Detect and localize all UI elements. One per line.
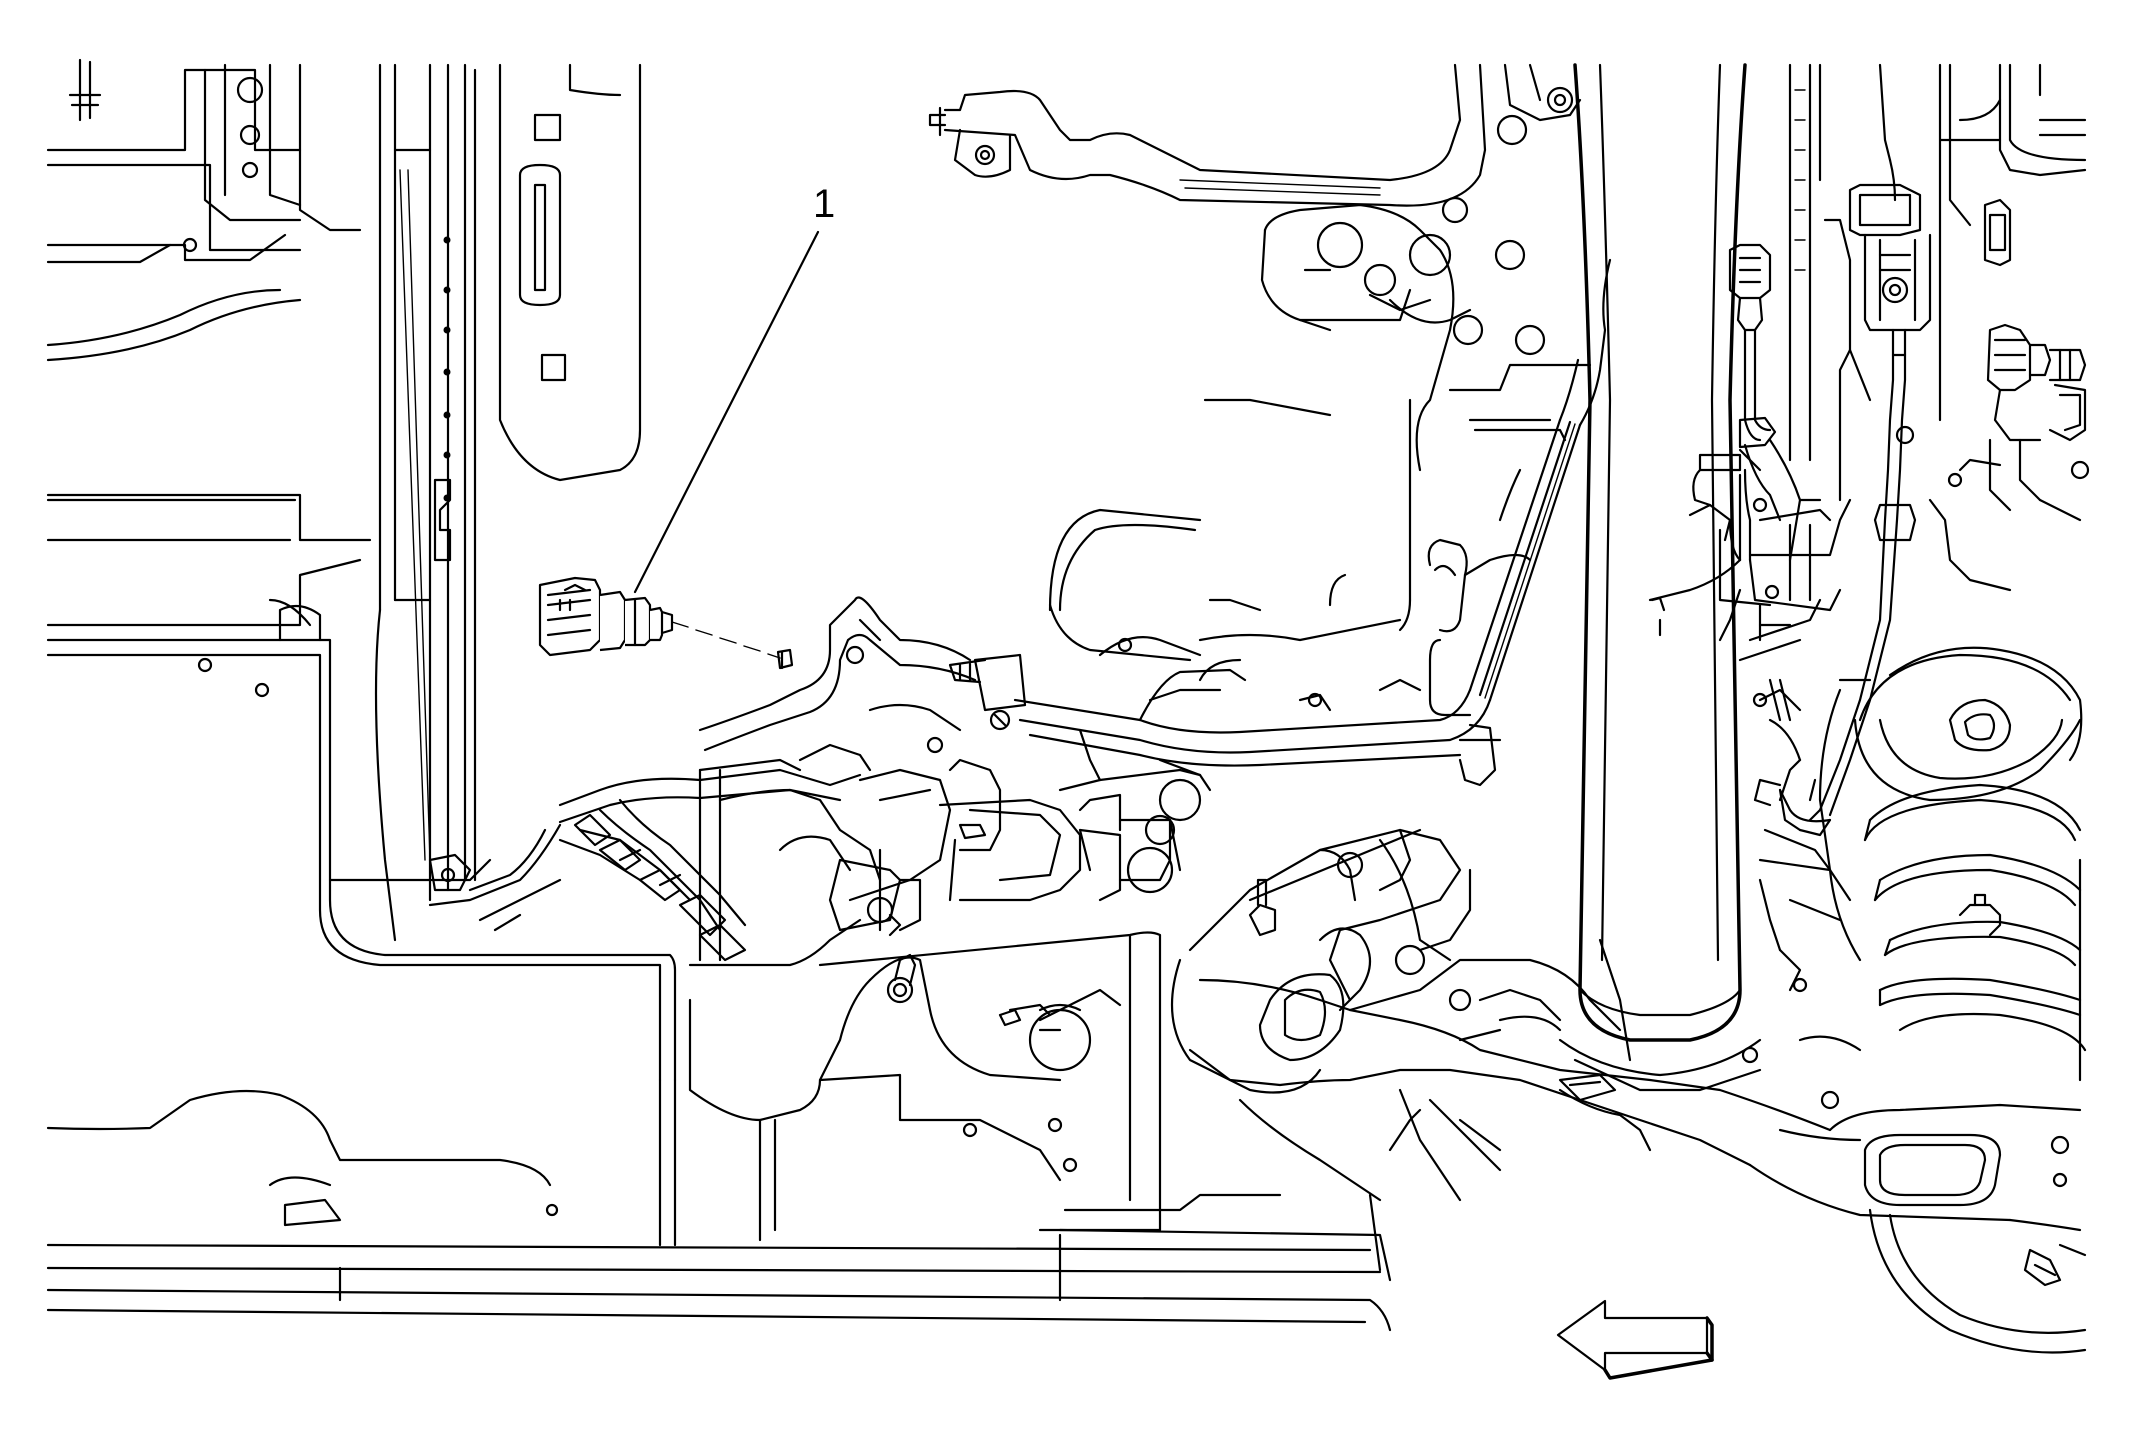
fuel-tank bbox=[1048, 114, 1592, 642]
right-body-lines bbox=[1648, 498, 2012, 1052]
coil-spring bbox=[1818, 646, 2087, 1082]
sensor bbox=[538, 576, 794, 670]
floor-panel-left bbox=[46, 493, 677, 1082]
mounting-stud bbox=[886, 953, 917, 1004]
callout-leader-1 bbox=[633, 230, 820, 594]
left-arrow-icon bbox=[1556, 1299, 1714, 1380]
fuel-line-bracket-upper bbox=[928, 63, 1582, 207]
rear-crossmember bbox=[1170, 828, 1832, 1202]
rear-axle-tube bbox=[1558, 63, 2082, 1232]
floor-pan-center bbox=[688, 918, 1392, 1282]
rocker-panel bbox=[46, 1078, 1392, 1332]
brake-cable-upper-right bbox=[1758, 63, 2087, 837]
floor-bracket-middle bbox=[698, 758, 1202, 962]
callout-number-1: 1 bbox=[813, 182, 836, 226]
fuel-line-bundle bbox=[698, 258, 1612, 787]
brake-hose-fitting bbox=[1688, 243, 1852, 642]
floor-ribs-center bbox=[798, 573, 1422, 792]
body-pillar bbox=[374, 63, 642, 942]
wheel-tire bbox=[1868, 1208, 2087, 1354]
seat-frame-upper-left bbox=[46, 58, 362, 362]
hose-lines-lower bbox=[428, 768, 862, 962]
abs-sensor-right bbox=[1947, 323, 2090, 522]
